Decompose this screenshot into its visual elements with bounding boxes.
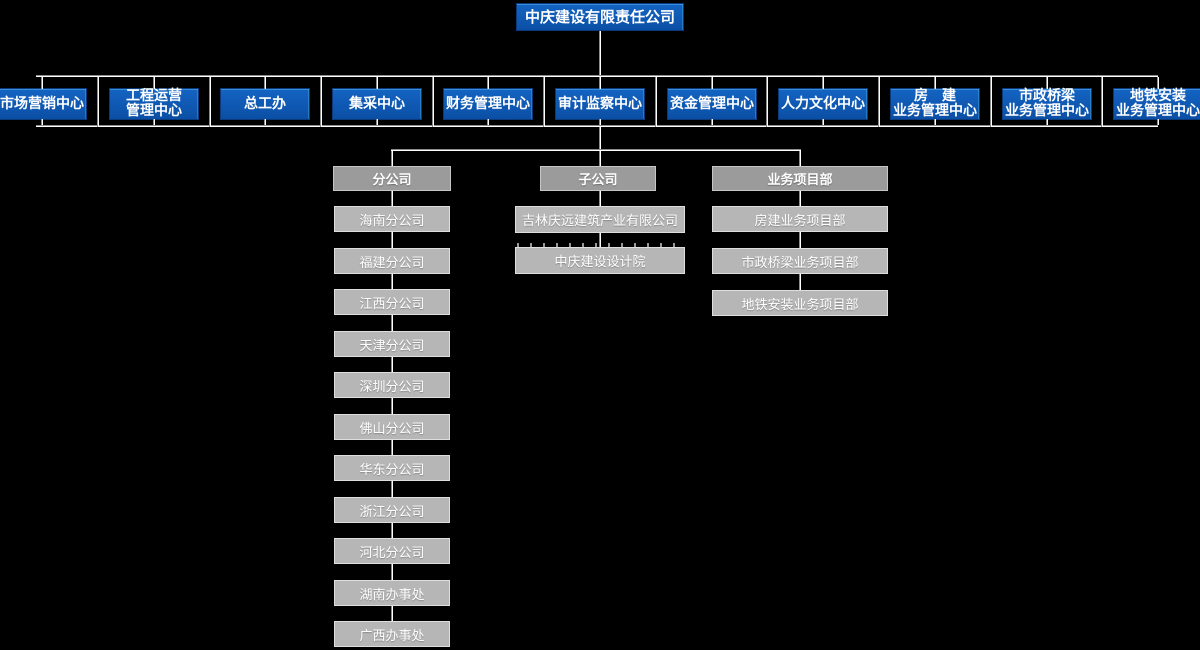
branch-node: 海南分公司: [334, 206, 450, 232]
branch-node: 福建分公司: [334, 248, 450, 274]
dept-node-metro-mgmt: 地铁安装 业务管理中心: [1113, 77, 1200, 125]
branch-node: 深圳分公司: [334, 372, 450, 398]
dept-node-marketing: 市场营销中心: [0, 77, 87, 125]
connector-line: [36, 75, 1158, 77]
subsidiary-node: 中庆建设设计院: [515, 247, 685, 274]
branch-node: 江西分公司: [334, 289, 450, 315]
connector-line: [391, 191, 393, 623]
group-header-subsidiaries: 子公司: [540, 166, 656, 191]
connector-line: [599, 127, 601, 149]
root-company-node: 中庆建设有限责任公司: [516, 3, 684, 31]
connector-line: [432, 77, 434, 127]
branch-node: 浙江分公司: [334, 497, 450, 523]
dept-node-hr-culture: 人力文化中心: [778, 77, 868, 125]
dept-node-finance: 财务管理中心: [443, 77, 533, 125]
connector-line: [391, 149, 801, 151]
project-dept-node: 房建业务项目部: [712, 206, 888, 232]
connector-line: [543, 77, 545, 127]
connector-line: [766, 77, 768, 127]
branch-node: 天津分公司: [334, 331, 450, 357]
dept-node-housing-mgmt: 房 建 业务管理中心: [890, 77, 980, 125]
connector-line: [1101, 77, 1103, 127]
branch-node: 广西办事处: [334, 621, 450, 647]
connector-line: [599, 31, 601, 75]
dept-node-procurement: 集采中心: [332, 77, 422, 125]
connector-line: [878, 77, 880, 127]
connector-line: [799, 151, 801, 166]
connector-line: [655, 77, 657, 127]
dept-node-municipal-mgmt: 市政桥梁 业务管理中心: [1002, 77, 1092, 125]
dept-node-engineering-ops: 工程运营 管理中心: [109, 77, 199, 125]
dept-node-audit: 审计监察中心: [555, 77, 645, 125]
connector-line: [36, 125, 1158, 127]
branch-node: 河北分公司: [334, 538, 450, 564]
subsidiary-node: 吉林庆远建筑产业有限公司: [515, 206, 685, 233]
project-dept-node: 市政桥梁业务项目部: [712, 248, 888, 274]
group-header-branches: 分公司: [333, 166, 451, 191]
group-header-project-depts: 业务项目部: [712, 166, 888, 191]
connector-line: [320, 77, 322, 127]
connector-line: [990, 77, 992, 127]
clipped-text-artifact: [517, 243, 683, 247]
connector-line: [209, 77, 211, 127]
connector-line: [799, 191, 801, 291]
branch-node: 湖南办事处: [334, 580, 450, 606]
connector-line: [97, 77, 99, 127]
connector-line: [599, 151, 601, 166]
connector-line: [391, 151, 393, 166]
dept-node-chief-engineer: 总工办: [220, 77, 310, 125]
dept-node-capital: 资金管理中心: [667, 77, 757, 125]
project-dept-node: 地铁安装业务项目部: [712, 290, 888, 316]
branch-node: 佛山分公司: [334, 414, 450, 440]
branch-node: 华东分公司: [334, 455, 450, 481]
